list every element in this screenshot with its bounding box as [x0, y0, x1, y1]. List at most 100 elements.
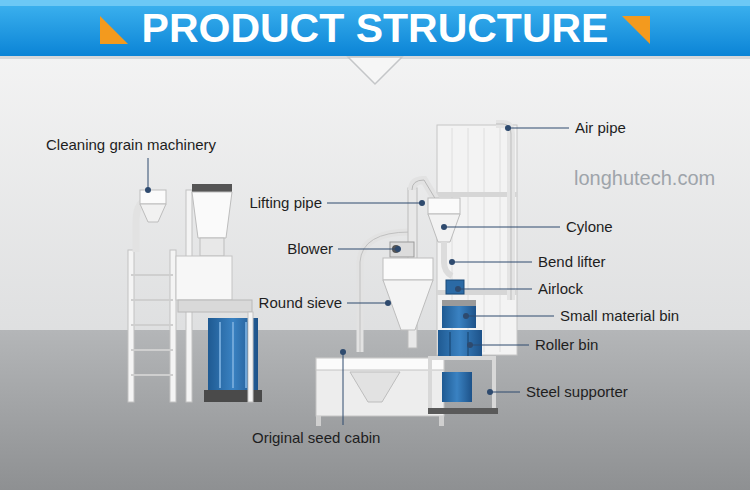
leader-dot [395, 246, 401, 252]
leader-dot [449, 259, 455, 265]
cleaning-machine [140, 190, 166, 204]
leader-line [347, 303, 388, 304]
part-label: Airlock [538, 280, 583, 298]
cleaning-machine [131, 374, 173, 376]
seed-cabin [316, 358, 444, 370]
header-band [0, 0, 750, 84]
cleaning-machine [192, 184, 232, 192]
header-band [0, 0, 750, 56]
cleaning-machine [131, 274, 173, 276]
part-label: Cylone [566, 218, 613, 236]
cleaning-machine [140, 204, 166, 222]
cyclone [428, 214, 460, 242]
page-title: PRODUCT STRUCTURE [0, 0, 750, 56]
leader-dot [463, 313, 469, 319]
steel-supporter [442, 372, 472, 402]
air-pipe [496, 124, 511, 300]
steel-supporter [428, 408, 498, 414]
seed-cabin [316, 416, 321, 426]
header-band [622, 16, 650, 44]
part-label: Steel supporter [526, 383, 628, 401]
cleaning-machine [131, 299, 173, 301]
seed-cabin [350, 372, 400, 402]
roller-bin [438, 330, 482, 358]
leader-dot [505, 125, 511, 131]
background [0, 0, 750, 340]
bend-lifter [444, 242, 452, 276]
round-sieve [383, 258, 433, 280]
cyclone [428, 198, 460, 214]
watermark: longhutech.com [574, 166, 715, 190]
round-sieve [383, 258, 433, 330]
steel-supporter [428, 358, 498, 414]
leader-line [338, 249, 398, 250]
leader-line [490, 392, 520, 393]
leader-dot [145, 187, 151, 193]
lifting-pipe [412, 180, 436, 200]
cleaning-machine [131, 324, 173, 326]
airlock [446, 280, 464, 294]
leader-line [343, 352, 344, 425]
leader-line [148, 128, 569, 425]
leader-line [452, 262, 532, 263]
leader-dot [455, 286, 461, 292]
cleaning-machine [128, 184, 262, 402]
leader-dot [419, 200, 425, 206]
header-band [100, 16, 128, 44]
leader-line [508, 128, 569, 129]
part-label: Lifting pipe [249, 194, 322, 212]
cyclone [428, 198, 460, 242]
cleaning-machine [176, 256, 232, 300]
seed-cabin [316, 358, 444, 426]
leader-line [148, 158, 149, 190]
small-material-bin [442, 300, 476, 328]
leader-line [458, 289, 532, 290]
part-label: Cleaning grain machinery [46, 136, 216, 154]
round-sieve [383, 280, 433, 330]
cleaning-machine [178, 300, 252, 312]
bend-lifter [444, 242, 452, 276]
air-pipe [496, 124, 511, 300]
leader-dot [340, 349, 346, 355]
cleaning-machine [219, 322, 221, 388]
cleaning-machine [200, 238, 224, 256]
seed-cabin [439, 416, 444, 426]
cleaning-machine [131, 349, 173, 351]
part-label: Round sieve [259, 294, 342, 312]
small-material-bin [442, 306, 476, 328]
filter-housing [500, 128, 501, 352]
cleaning-machine [248, 312, 253, 402]
leader-line [327, 203, 422, 204]
leader-dot [441, 224, 447, 230]
filter-housing [437, 192, 517, 197]
air-pipe [496, 124, 511, 300]
leader-dot [487, 389, 493, 395]
steel-supporter [430, 358, 494, 410]
filter-housing [484, 128, 485, 352]
part-label: Air pipe [575, 119, 626, 137]
part-label: Roller bin [535, 336, 598, 354]
leader-line [444, 227, 560, 228]
leader-dot [145, 125, 511, 395]
part-label: Blower [287, 240, 333, 258]
header-band [348, 57, 402, 84]
part-label: Original seed cabin [252, 429, 380, 447]
roller-bin [450, 332, 451, 356]
background [0, 330, 750, 490]
airlock [446, 280, 464, 294]
cleaning-machine [245, 322, 247, 388]
cleaning-machine [192, 192, 232, 238]
seed-cabin [316, 358, 444, 416]
part-label: Small material bin [560, 307, 679, 325]
leader-line [466, 316, 554, 317]
leader-line [470, 345, 529, 346]
small-material-bin [442, 300, 476, 306]
cleaning-machine [232, 322, 234, 388]
leader-dot [467, 342, 473, 348]
part-label: Bend lifter [538, 253, 606, 271]
roller-bin [438, 330, 482, 358]
